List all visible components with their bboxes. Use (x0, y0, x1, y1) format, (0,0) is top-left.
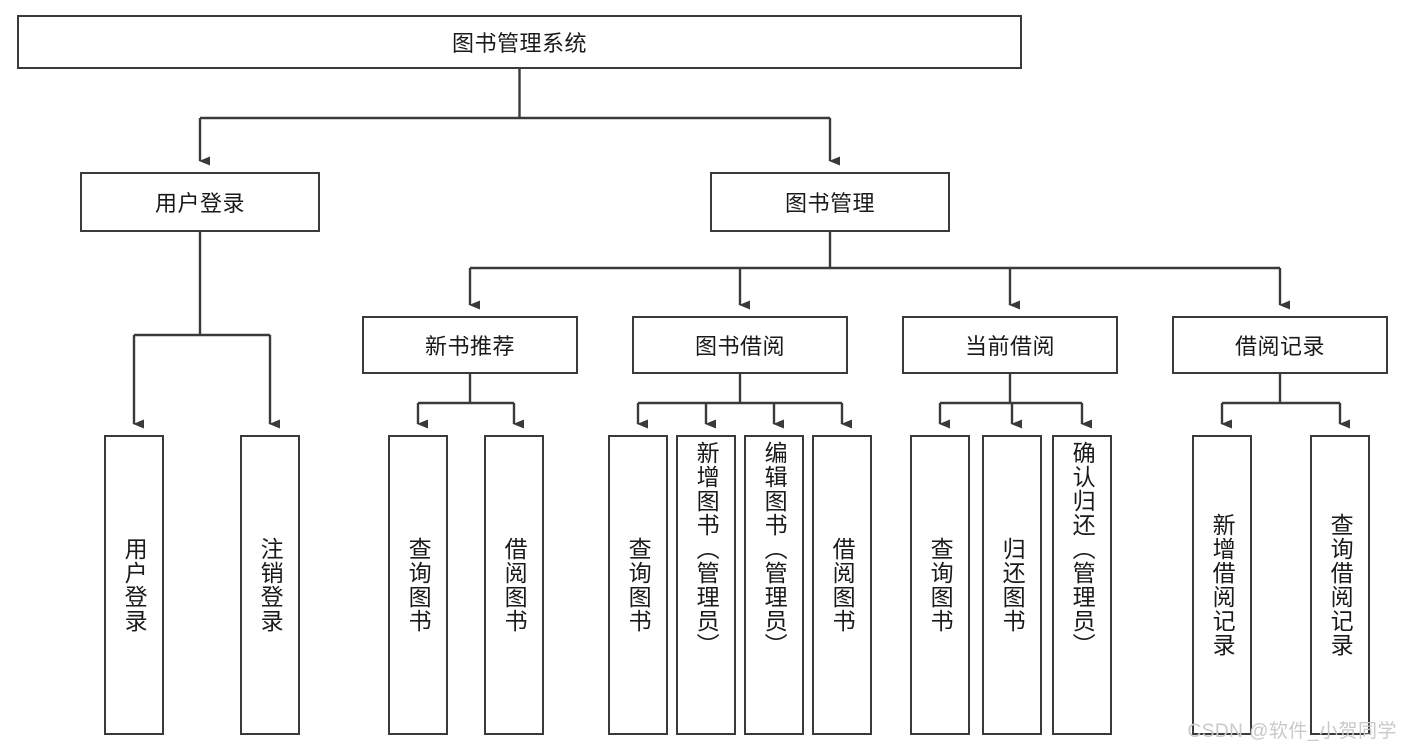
node-leaf-borrow-book-1[interactable]: 借阅图书 (484, 435, 544, 735)
csdn-watermark: CSDN @软件_小贺同学 (1187, 721, 1397, 742)
node-leaf-query-borrow-record[interactable]: 查询借阅记录 (1310, 435, 1370, 735)
node-leaf-edit-book-admin[interactable]: 编辑图书（管理员） (744, 435, 804, 735)
node-label: 注销登录 (257, 537, 284, 633)
node-label: 借阅图书 (829, 537, 856, 633)
node-label: 查询图书 (927, 537, 954, 633)
node-label: 新增图书（管理员） (693, 441, 720, 657)
node-label: 编辑图书（管理员） (761, 441, 788, 657)
node-borrow-record[interactable]: 借阅记录 (1172, 316, 1388, 374)
node-leaf-query-book-1[interactable]: 查询图书 (388, 435, 448, 735)
node-leaf-return-book[interactable]: 归还图书 (982, 435, 1042, 735)
node-label: 用户登录 (121, 537, 148, 633)
node-label: 用户登录 (154, 191, 245, 216)
node-leaf-query-book-3[interactable]: 查询图书 (910, 435, 970, 735)
node-current-borrow[interactable]: 当前借阅 (902, 316, 1118, 374)
node-label: 新书推荐 (424, 334, 515, 359)
node-label: 查询借阅记录 (1327, 513, 1354, 657)
node-leaf-add-borrow-record[interactable]: 新增借阅记录 (1192, 435, 1252, 735)
node-label: 查询图书 (405, 537, 432, 633)
node-label: 图书借阅 (694, 334, 785, 359)
node-leaf-logout-login[interactable]: 注销登录 (240, 435, 300, 735)
node-leaf-confirm-return-admin[interactable]: 确认归还（管理员） (1052, 435, 1112, 735)
node-label: 借阅图书 (501, 537, 528, 633)
node-leaf-add-book-admin[interactable]: 新增图书（管理员） (676, 435, 736, 735)
node-label: 图书管理系统 (451, 31, 587, 56)
node-label: 确认归还（管理员） (1069, 441, 1096, 657)
node-leaf-query-book-2[interactable]: 查询图书 (608, 435, 668, 735)
node-label: 借阅记录 (1234, 334, 1325, 359)
node-user-login[interactable]: 用户登录 (80, 172, 320, 232)
node-label: 新增借阅记录 (1209, 513, 1236, 657)
node-label: 归还图书 (999, 537, 1026, 633)
node-root-图书管理系统[interactable]: 图书管理系统 (17, 15, 1022, 69)
node-label: 查询图书 (625, 537, 652, 633)
node-label: 图书管理 (784, 191, 875, 216)
node-leaf-borrow-book-2[interactable]: 借阅图书 (812, 435, 872, 735)
node-leaf-user-login[interactable]: 用户登录 (104, 435, 164, 735)
node-label: 当前借阅 (964, 334, 1055, 359)
node-book-management[interactable]: 图书管理 (710, 172, 950, 232)
node-new-book-recommend[interactable]: 新书推荐 (362, 316, 578, 374)
node-book-borrow[interactable]: 图书借阅 (632, 316, 848, 374)
